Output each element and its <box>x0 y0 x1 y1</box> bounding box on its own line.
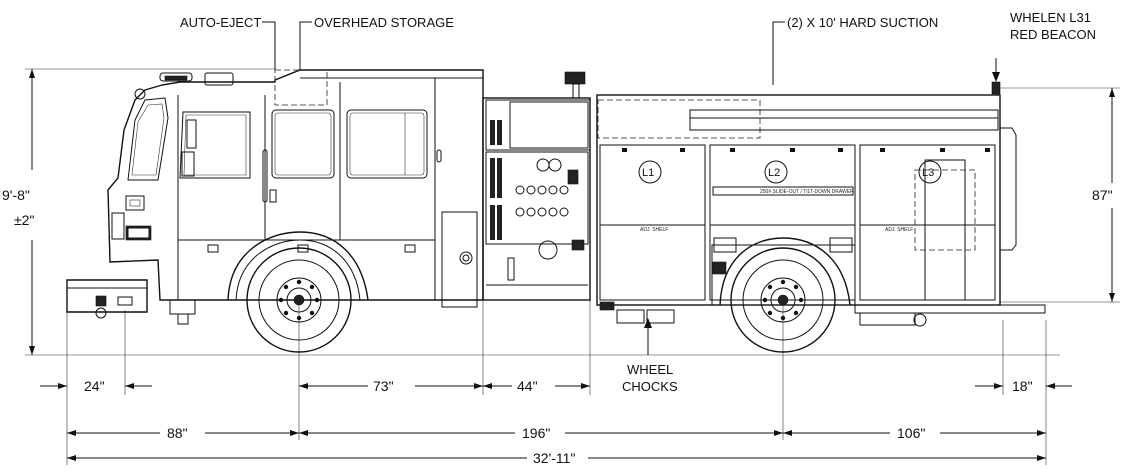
overall-height-label: 9'-8" <box>2 187 30 203</box>
wheel-chocks-label-line1: WHEEL <box>627 362 673 377</box>
dimension-lines <box>25 21 1120 465</box>
bumper-to-front-axle-label: 88" <box>167 425 188 441</box>
front-wheel <box>246 247 352 353</box>
overall-height-tolerance: ±2" <box>14 212 34 228</box>
overall-length-label: 32'-11" <box>533 450 575 466</box>
rear-overhang-label: 18" <box>1012 378 1033 394</box>
rear-axle-to-end-label: 106" <box>897 425 925 441</box>
front-overhang-label: 24" <box>84 378 105 394</box>
shelf-label-2: ADJ. SHELF <box>885 227 913 233</box>
compartment-l3-label: L3 <box>922 167 934 179</box>
auto-eject-label: AUTO-EJECT <box>180 15 261 30</box>
front-to-pump-label: 73" <box>373 378 394 394</box>
wheel-chocks-label-line2: CHOCKS <box>622 379 678 394</box>
hard-suction-label: (2) X 10' HARD SUCTION <box>787 15 938 30</box>
beacon-label-line1: WHELEN L31 <box>1010 10 1091 25</box>
beacon-label-line2: RED BEACON <box>1010 27 1096 42</box>
body-height-label: 87" <box>1092 187 1113 203</box>
cab <box>66 69 484 325</box>
wheelbase-label: 196" <box>522 425 550 441</box>
dimension-labels: 9'-8" ±2" 87" 24" 73" 44" 18" 88" 196" 1… <box>2 187 1113 466</box>
shelf-label-1: ADJ. SHELF <box>640 227 668 233</box>
overhead-storage-label: OVERHEAD STORAGE <box>314 15 454 30</box>
pump-width-label: 44" <box>517 378 538 394</box>
drawer-label: 250# SLIDE-OUT / TILT-DOWN DRAWER <box>760 189 854 195</box>
callout-labels: AUTO-EJECT OVERHEAD STORAGE (2) X 10' HA… <box>180 10 1096 394</box>
pump-panel <box>482 71 591 301</box>
compartment-l2-label: L2 <box>768 167 780 179</box>
body: 250# SLIDE-OUT / TILT-DOWN DRAWER ADJ. S… <box>596 81 1046 327</box>
compartment-l1-label: L1 <box>642 167 654 179</box>
rear-wheel <box>730 247 836 353</box>
